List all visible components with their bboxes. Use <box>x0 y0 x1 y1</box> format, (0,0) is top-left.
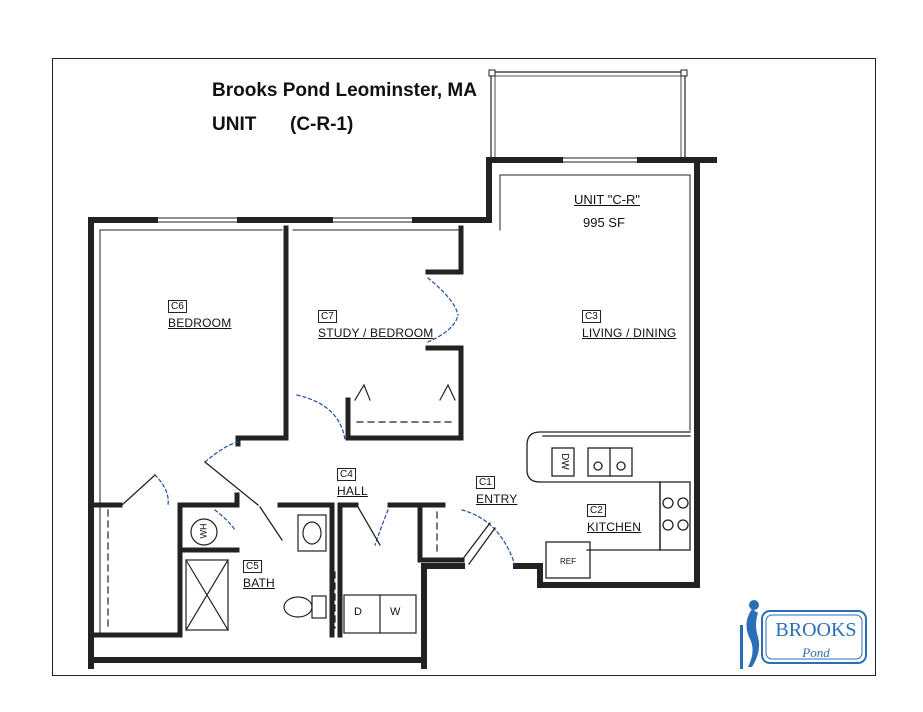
unit-code: (C-R-1) <box>290 114 354 135</box>
windows <box>154 157 641 223</box>
room-living: C3 LIVING / DINING <box>582 306 676 342</box>
room-name: LIVING / DINING <box>582 326 677 340</box>
interior-walls <box>92 225 465 638</box>
washer-label: W <box>390 606 401 618</box>
balcony <box>488 69 688 161</box>
door-leaves <box>121 461 496 565</box>
room-code: C7 <box>318 310 337 323</box>
room-study: C7 STUDY / BEDROOM <box>318 306 433 342</box>
room-name: HALL <box>337 484 368 498</box>
room-bath: C5 BATH <box>243 556 275 592</box>
room-name: BATH <box>243 576 275 590</box>
room-code: C4 <box>337 468 356 481</box>
room-name: BEDROOM <box>168 316 232 330</box>
unit-name: UNIT "C-R" <box>574 192 641 207</box>
heron-icon <box>740 600 867 669</box>
room-name: STUDY / BEDROOM <box>318 326 434 340</box>
kitchen-counters <box>526 431 691 579</box>
page-frame <box>52 58 876 676</box>
logo-brand-sub: Pond <box>802 645 830 660</box>
room-hall: C4 HALL <box>337 464 368 500</box>
room-name: KITCHEN <box>587 520 642 534</box>
water-heater-label: WH <box>198 523 209 539</box>
bath-fixtures <box>185 514 327 631</box>
unit-area: 995 SF <box>583 215 625 230</box>
logo-brand-name: BROOKS <box>775 619 857 641</box>
room-code: C3 <box>582 310 601 323</box>
room-entry: C1 ENTRY <box>476 472 517 508</box>
room-code: C6 <box>168 300 187 313</box>
room-code: C2 <box>587 504 606 517</box>
exterior-walls <box>88 157 717 669</box>
refrigerator-label: REF <box>560 557 576 566</box>
room-code: C1 <box>476 476 495 489</box>
brooks-pond-logo: BROOKS Pond <box>734 595 870 673</box>
room-code: C5 <box>243 560 262 573</box>
room-name: ENTRY <box>476 492 518 506</box>
door-swings <box>154 277 516 566</box>
dishwasher-label: DW <box>558 453 570 470</box>
unit-label: UNIT <box>212 114 257 135</box>
plan-title: Brooks Pond Leominster, MA <box>212 80 477 101</box>
room-bedroom: C6 BEDROOM <box>168 296 231 332</box>
room-kitchen: C2 KITCHEN <box>587 500 641 536</box>
laundry <box>343 594 417 634</box>
dryer-label: D <box>354 606 362 618</box>
